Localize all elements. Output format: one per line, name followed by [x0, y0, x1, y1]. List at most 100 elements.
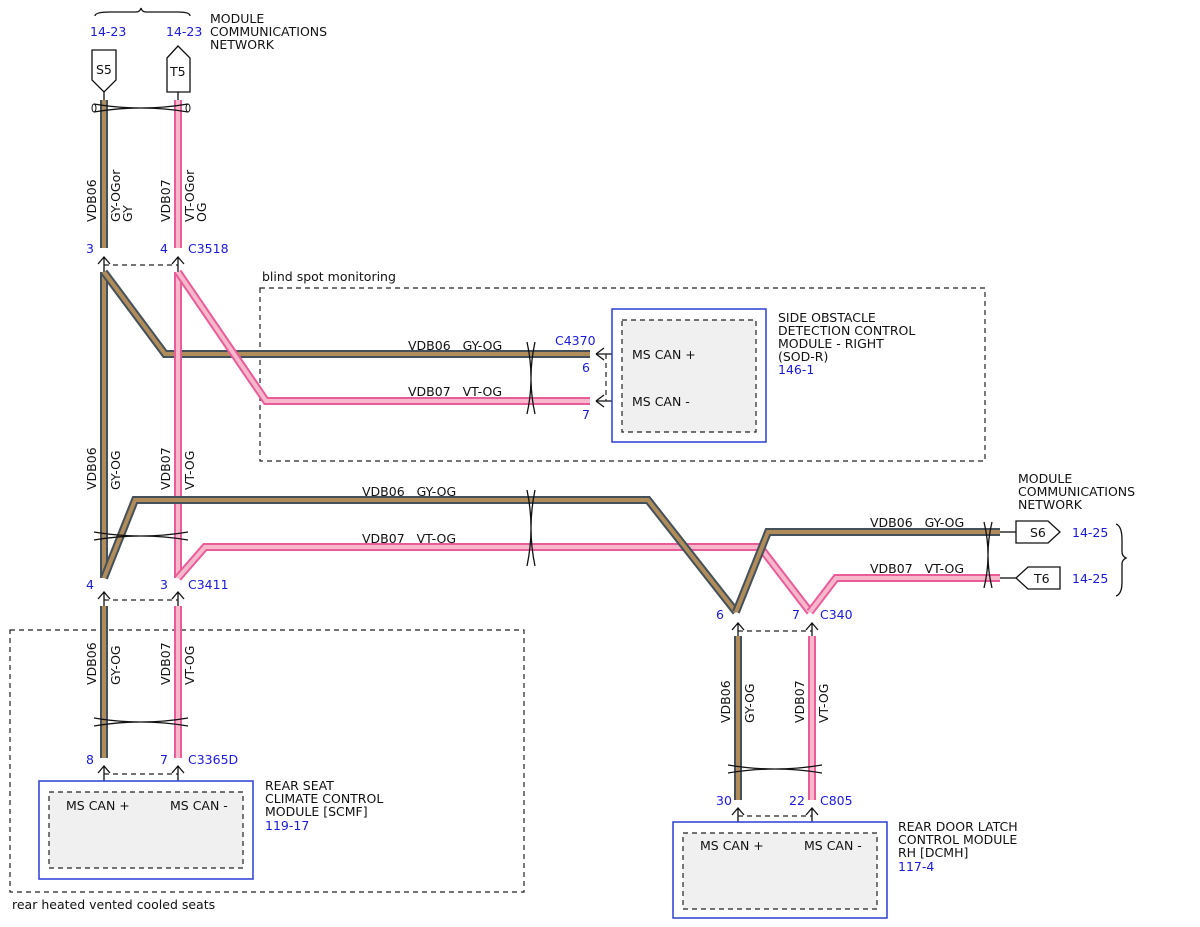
c3411-pin-b[interactable]: 3 — [160, 577, 168, 592]
t6-connector-label: T6 — [1033, 571, 1050, 586]
top-wire-b-circuit: VDB07 — [158, 179, 173, 222]
top-twist-icon — [93, 103, 189, 113]
mid-wire-b-color: VT-OG — [182, 451, 197, 490]
scmf-module-inner — [48, 791, 244, 869]
dcmh-ref[interactable]: 117-4 — [898, 859, 934, 874]
door-wire-a-color: GY-OG — [742, 683, 757, 723]
c3518-pin-a[interactable]: 3 — [86, 241, 94, 256]
top-wire-a-circuit: VDB06 — [84, 179, 99, 222]
bsm-wire-b-label: VDB07 VT-OG — [408, 384, 502, 399]
sod-ref[interactable]: 146-1 — [778, 362, 814, 377]
c805-pin-b[interactable]: 22 — [789, 793, 805, 808]
sod-pin7-arrow-icon — [595, 394, 605, 408]
top-wire-b-color2: OG — [194, 202, 209, 222]
scmf-ms-can-minus: MS CAN - — [170, 798, 228, 813]
sod-ms-can-minus: MS CAN - — [632, 394, 690, 409]
c340-pin-b[interactable]: 7 — [792, 607, 800, 622]
c340-pin-a[interactable]: 6 — [716, 607, 724, 622]
top-wire-b-color1: VT-OGor — [182, 169, 197, 222]
dcmh-ms-can-plus: MS CAN + — [700, 838, 764, 853]
s5-connector-icon[interactable] — [91, 49, 117, 93]
blind-spot-label: blind spot monitoring — [262, 269, 396, 284]
c3518-pin-b-arrow-icon — [171, 256, 185, 272]
c340-connector-label[interactable]: C340 — [820, 607, 853, 622]
c3411-pin-a-arrow-icon — [97, 591, 111, 606]
sod-title-line4: (SOD-R) — [778, 349, 828, 364]
c3365d-pin-a[interactable]: 8 — [86, 752, 94, 767]
t6-vdb07-wire[interactable] — [808, 576, 1000, 614]
mid-h-wire-b-label: VDB07 VT-OG — [362, 531, 456, 546]
door-wire-b-color: VT-OG — [816, 684, 831, 723]
seat-wire-b-color: VT-OG — [182, 646, 197, 685]
s6-vdb06-wire[interactable] — [734, 530, 1000, 613]
top-network-line2: COMMUNICATIONS — [210, 24, 327, 39]
top-network-line1: MODULE — [210, 11, 264, 26]
scmf-title-line1: REAR SEAT — [265, 778, 334, 793]
c340-pin-b-arrow-icon — [805, 622, 819, 636]
scmf-title-line2: CLIMATE CONTROL — [265, 791, 383, 806]
scmf-ms-can-plus: MS CAN + — [66, 798, 130, 813]
c3518-pin-a-arrow-icon — [97, 256, 111, 272]
mid-h-wire-a-label: VDB06 GY-OG — [362, 484, 456, 499]
mid-twist-icon — [526, 489, 536, 567]
c3365d-connector-label[interactable]: C3365D — [188, 752, 238, 767]
t6-connector-icon[interactable] — [1015, 566, 1061, 590]
c3518-connector-label[interactable]: C3518 — [188, 241, 229, 256]
bsm-vdb06-wire[interactable] — [102, 270, 590, 356]
t6-ref[interactable]: 14-25 — [1072, 571, 1108, 586]
right-network-line1: MODULE — [1018, 471, 1072, 486]
door-twist-icon — [727, 764, 823, 774]
top-wire-a-color1: GY-OGor — [108, 169, 123, 222]
top-ref-right[interactable]: 14-23 — [166, 24, 202, 39]
sod-pin6-arrow-icon — [595, 347, 605, 361]
bsm-vdb07-outer — [174, 269, 590, 405]
t5-connector-label: T5 — [169, 64, 186, 79]
bsm-vdb07-wire[interactable] — [176, 270, 590, 403]
seat-wire-b-circuit: VDB07 — [158, 642, 173, 685]
mid-wire-a-circuit: VDB06 — [84, 447, 99, 490]
c3411-pin-b-arrow-icon — [171, 591, 185, 606]
c4370-connector-label[interactable]: C4370 — [555, 333, 596, 348]
bsm-twist-icon — [526, 341, 536, 415]
scmf-ref[interactable]: 119-17 — [265, 818, 309, 833]
c805-pin-a[interactable]: 30 — [716, 793, 732, 808]
sod-ms-can-plus: MS CAN + — [632, 347, 696, 362]
long-vdb07-wire[interactable] — [176, 545, 812, 614]
s6-ref[interactable]: 14-25 — [1072, 525, 1108, 540]
sod-title-line3: MODULE - RIGHT — [778, 336, 884, 351]
c805-connector-label[interactable]: C805 — [820, 793, 853, 808]
mid-vertical-twist-icon — [93, 531, 189, 541]
c3411-pin-a[interactable]: 4 — [86, 577, 94, 592]
dcmh-module-inner — [682, 832, 878, 910]
right-wire-a-label: VDB06 GY-OG — [870, 515, 964, 530]
sod-title-line2: DETECTION CONTROL — [778, 323, 915, 338]
c3411-connector-label[interactable]: C3411 — [188, 577, 229, 592]
right-twist-icon — [983, 521, 993, 589]
right-network-line3: NETWORK — [1018, 497, 1083, 512]
long-vdb06-wire[interactable] — [102, 498, 738, 614]
mid-wire-b-circuit: VDB07 — [158, 447, 173, 490]
rear-seat-area-label: rear heated vented cooled seats — [12, 897, 215, 912]
mid-wire-a-color: GY-OG — [108, 450, 123, 490]
top-network-line3: NETWORK — [210, 37, 275, 52]
dcmh-ms-can-minus: MS CAN - — [804, 838, 862, 853]
top-wire-a-color2: GY — [120, 205, 135, 222]
c3518-pin-b[interactable]: 4 — [160, 241, 168, 256]
right-brace — [1115, 523, 1128, 597]
rear-seat-area-box — [9, 629, 525, 893]
scmf-title-line3: MODULE [SCMF] — [265, 804, 368, 819]
sod-title-line1: SIDE OBSTACLE — [778, 310, 876, 325]
right-wire-b-label: VDB07 VT-OG — [870, 561, 964, 576]
seat-wire-a-color: GY-OG — [108, 645, 123, 685]
s5-connector-label: S5 — [96, 62, 112, 77]
s6-connector-icon[interactable] — [1015, 520, 1061, 544]
right-network-line2: COMMUNICATIONS — [1018, 484, 1135, 499]
sod-pin-minus[interactable]: 7 — [582, 407, 590, 422]
dcmh-title-line2: CONTROL MODULE — [898, 832, 1017, 847]
top-ref-left[interactable]: 14-23 — [90, 24, 126, 39]
c3365d-pin-b[interactable]: 7 — [160, 752, 168, 767]
sod-pin-plus[interactable]: 6 — [582, 360, 590, 375]
t5-connector-icon[interactable] — [166, 45, 191, 93]
bsm-wire-a-label: VDB06 GY-OG — [408, 338, 502, 353]
